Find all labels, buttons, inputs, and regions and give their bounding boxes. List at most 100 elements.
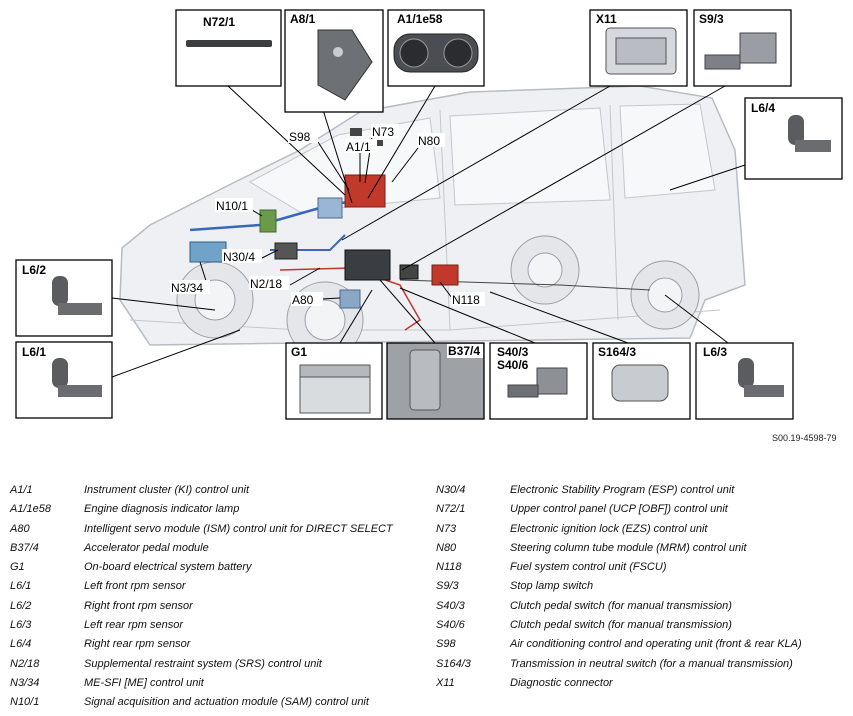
legend-desc: Intelligent servo module (ISM) control u…	[84, 522, 393, 535]
legend-desc: Accelerator pedal module	[84, 541, 209, 554]
legend-desc: Signal acquisition and actuation module …	[84, 696, 369, 709]
component-box-a8-1: A8/1	[284, 9, 384, 113]
box-label: L6/2	[22, 263, 46, 277]
legend-desc: Electronic ignition lock (EZS) control u…	[510, 522, 708, 535]
legend-code: L6/1	[10, 580, 32, 593]
legend-desc: Air conditioning control and operating u…	[510, 638, 802, 651]
component-box-s40: S40/3 S40/6	[489, 342, 588, 420]
component-box-l6-1: L6/1	[15, 341, 113, 419]
legend-desc: Left front rpm sensor	[84, 580, 186, 593]
legend-desc: ME-SFI [ME] control unit	[84, 676, 204, 689]
legend-row: N30/4 Electronic Stability Program (ESP) …	[436, 481, 802, 500]
legend-row: B37/4 Accelerator pedal module	[10, 539, 393, 558]
legend-code: A80	[10, 522, 30, 535]
legend-desc: Supplemental restraint system (SRS) cont…	[84, 657, 322, 670]
legend-code: A1/1	[10, 484, 33, 496]
legend-code: L6/3	[10, 619, 32, 632]
legend-row: A80 Intelligent servo module (ISM) contro…	[10, 520, 393, 539]
legend-row: G1 On-board electrical system battery	[10, 558, 393, 577]
box-label: L6/4	[751, 101, 775, 115]
legend-code: N2/18	[10, 657, 40, 670]
component-box-s9-3: S9/3	[693, 9, 792, 87]
legend-code: S40/6	[436, 619, 465, 632]
component-box-l6-4: L6/4	[744, 97, 843, 180]
box-label: G1	[291, 345, 307, 359]
box-label: L6/1	[22, 345, 46, 359]
legend-row: L6/2 Right front rpm sensor	[10, 597, 393, 616]
legend-desc: Upper control panel (UCP [OBF]) control …	[510, 503, 728, 516]
component-box-n72-1: N72/1	[175, 9, 282, 87]
legend-code: S164/3	[436, 657, 471, 670]
legend-code: N10/1	[10, 696, 40, 709]
legend-code: A1/1e58	[10, 503, 51, 516]
vehicle-illustration	[119, 85, 746, 359]
legend-code: S98	[436, 638, 456, 651]
legend-row: A1/1 Instrument cluster (KI) control unit	[10, 481, 393, 500]
component-box-b37-4: B37/4	[386, 342, 485, 420]
legend-code: N30/4	[436, 484, 466, 496]
legend-desc: Right rear rpm sensor	[84, 638, 191, 651]
component-box-a1-1e58: A1/1e58	[387, 9, 485, 87]
legend-code: L6/2	[10, 599, 32, 612]
legend-row: L6/3 Left rear rpm sensor	[10, 616, 393, 635]
box-label: S40/3	[497, 345, 529, 359]
box-label: X11	[596, 12, 617, 26]
component-box-l6-3: L6/3	[695, 342, 794, 420]
component-box-l6-2: L6/2	[15, 259, 113, 337]
component-box-s164-3: S164/3	[592, 342, 691, 420]
legend-code: X11	[436, 676, 455, 689]
box-label: S164/3	[598, 345, 636, 359]
legend-row: S98 Air conditioning control and operatin…	[436, 635, 802, 654]
legend-row: N80 Steering column tube module (MRM) con…	[436, 539, 802, 558]
legend-code: G1	[10, 561, 25, 574]
callout-label: N118	[452, 293, 480, 307]
legend-code: B37/4	[10, 541, 39, 554]
callout-label: S98	[289, 130, 311, 144]
callout-label: N10/1	[216, 199, 248, 213]
figure-reference: S00.19-4598-79	[772, 433, 837, 443]
box-label: A1/1e58	[397, 12, 443, 26]
box-label: S9/3	[699, 12, 724, 26]
callout-label: A1/1	[346, 140, 371, 154]
legend-desc: Diagnostic connector	[510, 676, 613, 689]
legend-desc: Electronic Stability Program (ESP) contr…	[510, 484, 735, 496]
legend-desc: Stop lamp switch	[510, 580, 594, 593]
legend-code: N3/34	[10, 676, 40, 689]
callout-label: N80	[418, 134, 440, 148]
legend-code: N118	[436, 561, 462, 574]
box-label: N72/1	[203, 15, 235, 29]
legend-desc: Fuel system control unit (FSCU)	[510, 561, 667, 574]
legend-row: L6/1 Left front rpm sensor	[10, 577, 393, 596]
legend-row: A1/1e58 Engine diagnosis indicator lamp	[10, 500, 393, 519]
legend-row: N72/1 Upper control panel (UCP [OBF]) con…	[436, 500, 802, 519]
legend-right-column: N30/4 Electronic Stability Program (ESP) …	[436, 481, 802, 693]
legend-row: N118 Fuel system control unit (FSCU)	[436, 558, 802, 577]
component-callouts: S98 N73 A1/1 N80 N10/1 N30/4 N3/34 N2/18…	[170, 124, 485, 307]
legend-code: L6/4	[10, 638, 32, 651]
legend-desc: On-board electrical system battery	[84, 561, 252, 574]
legend-desc: Clutch pedal switch (for manual transmis…	[510, 599, 732, 612]
legend-desc: Engine diagnosis indicator lamp	[84, 503, 240, 516]
legend-left-column: A1/1 Instrument cluster (KI) control unit…	[10, 481, 393, 713]
box-label: S40/6	[497, 358, 529, 372]
legend-code: N80	[436, 541, 457, 554]
legend-row: N10/1 Signal acquisition and actuation mo…	[10, 693, 393, 712]
legend-desc: Steering column tube module (MRM) contro…	[510, 541, 747, 554]
legend-desc: Instrument cluster (KI) control unit	[84, 484, 250, 496]
legend-row: X11 Diagnostic connector	[436, 674, 802, 693]
component-box-g1: G1	[285, 342, 383, 420]
legend-desc: Clutch pedal switch (for manual transmis…	[510, 619, 732, 632]
legend-desc: Left rear rpm sensor	[84, 619, 184, 632]
legend-desc: Right front rpm sensor	[84, 599, 193, 612]
legend-row: S40/6 Clutch pedal switch (for manual tra…	[436, 616, 802, 635]
legend-row: N2/18 Supplemental restraint system (SRS)…	[10, 655, 393, 674]
legend-row: N3/34 ME-SFI [ME] control unit	[10, 674, 393, 693]
legend-code: N72/1	[436, 503, 466, 516]
box-label: L6/3	[703, 345, 727, 359]
box-label: B37/4	[448, 344, 480, 358]
callout-label: N2/18	[250, 277, 282, 291]
legend-desc: Transmission in neutral switch (for a ma…	[510, 657, 793, 670]
